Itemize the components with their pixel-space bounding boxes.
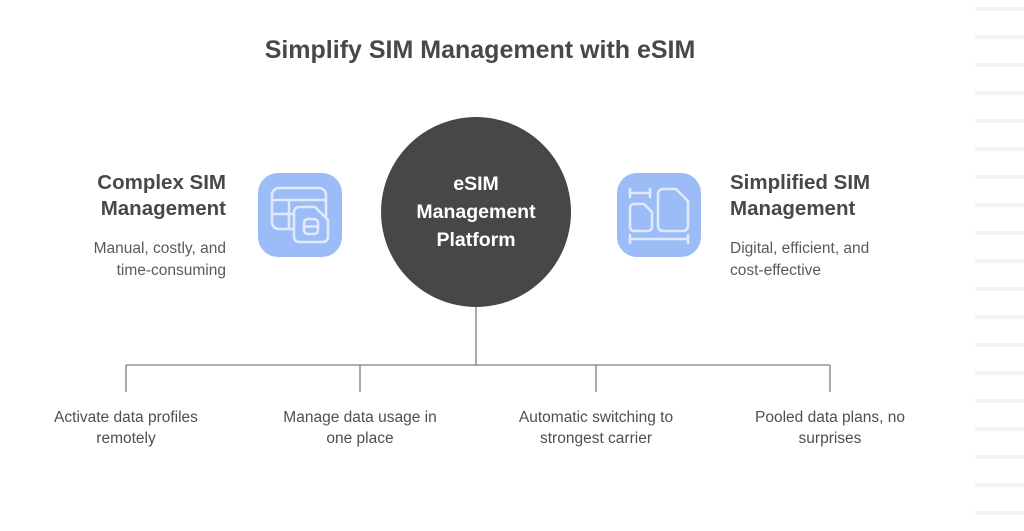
left-item-heading-line1: Complex SIM: [97, 171, 226, 194]
left-item-description: Manual, costly, and time-consuming: [0, 238, 226, 282]
sim-table-icon: [258, 173, 342, 257]
benefit-line1: Activate data profiles: [54, 409, 198, 426]
right-item-desc-line1: Digital, efficient, and: [730, 240, 870, 257]
benefit-line1: Manage data usage in: [283, 409, 437, 426]
central-node-line1: eSIM: [453, 173, 499, 195]
benefit-line2: surprises: [798, 430, 862, 447]
left-item-heading-line2: Management: [100, 197, 226, 220]
right-item-description: Digital, efficient, and cost-effective: [730, 238, 970, 282]
right-item-heading-line1: Simplified SIM: [730, 171, 871, 194]
sim-cards-resize-icon: [617, 173, 701, 257]
left-item-heading: Complex SIM Management: [0, 170, 226, 222]
benefit-line1: Pooled data plans, no: [755, 409, 905, 426]
benefit-label-activate: Activate data profiles remotely: [21, 407, 231, 449]
left-item-desc-line1: Manual, costly, and: [93, 240, 226, 257]
central-node: eSIM Management Platform: [381, 117, 571, 307]
background-stripes: [975, 7, 1024, 524]
diagram-title: Simplify SIM Management with eSIM: [264, 36, 696, 64]
central-node-line3: Platform: [436, 229, 516, 251]
benefit-line2: one place: [326, 430, 394, 447]
central-node-line2: Management: [416, 201, 536, 223]
left-item-desc-line2: time-consuming: [116, 262, 226, 279]
right-item-heading: Simplified SIM Management: [730, 170, 970, 222]
benefit-line2: strongest carrier: [540, 430, 652, 447]
central-node-label: eSIM Management Platform: [416, 170, 535, 254]
benefit-label-pooled: Pooled data plans, no surprises: [725, 407, 935, 449]
benefit-line1: Automatic switching to: [518, 409, 674, 426]
benefit-label-switching: Automatic switching to strongest carrier: [491, 407, 701, 449]
right-item-desc-line2: cost-effective: [730, 262, 822, 279]
benefit-label-manage: Manage data usage in one place: [255, 407, 465, 449]
right-item-heading-line2: Management: [730, 197, 856, 220]
connector-lines: [125, 307, 831, 392]
benefit-line2: remotely: [96, 430, 156, 447]
